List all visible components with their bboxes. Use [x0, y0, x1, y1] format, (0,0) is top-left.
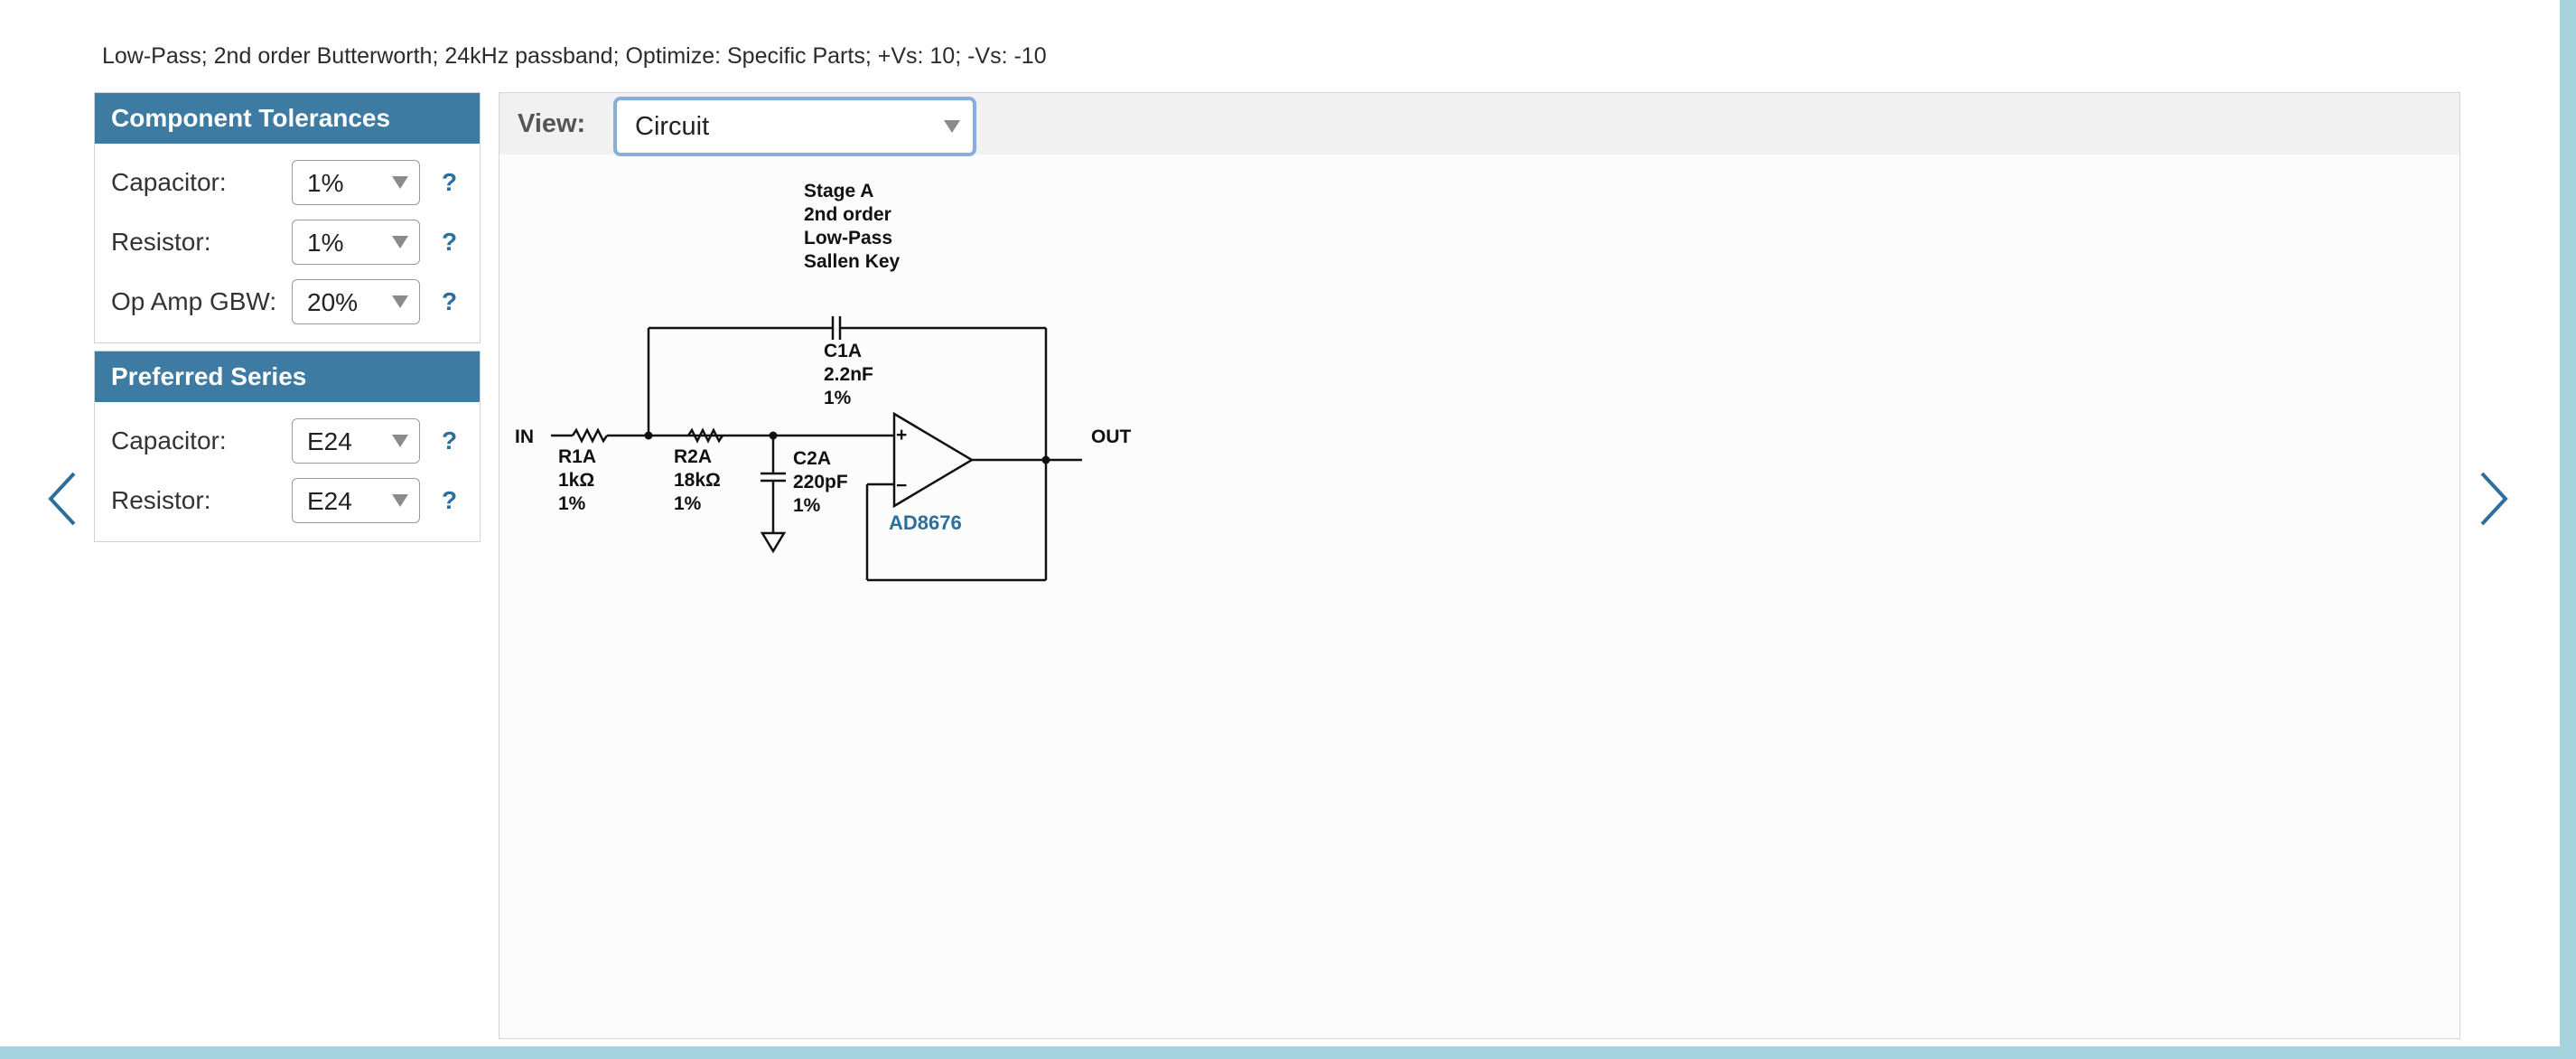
c1-value: 2.2nF	[824, 364, 873, 385]
resistor-tolerance-select[interactable]: 1%	[292, 220, 420, 265]
ground-icon	[760, 531, 787, 554]
junction-dot	[644, 431, 653, 440]
r1-label: R1A	[558, 446, 596, 467]
c1-tolerance: 1%	[824, 388, 852, 408]
stage-label-line: Low-Pass	[804, 228, 892, 248]
caret-down-icon	[392, 435, 408, 447]
view-panel: View: Circuit	[499, 92, 2460, 1039]
chevron-left-icon[interactable]	[45, 470, 81, 528]
resistor-tolerance-row: Resistor: 1% ?	[111, 212, 463, 272]
view-toolbar: View: Circuit	[499, 93, 2459, 156]
resistor-r2-symbol	[686, 427, 724, 444]
resistor-series-select[interactable]: E24	[292, 478, 420, 523]
circuit-schematic: Stage A 2nd order Low-Pass Sallen Key IN…	[515, 181, 1132, 582]
view-select[interactable]: Circuit	[613, 97, 976, 156]
r2-label: R2A	[674, 446, 712, 467]
caret-down-icon	[392, 236, 408, 248]
capacitor-tolerance-row: Capacitor: 1% ?	[111, 153, 463, 212]
r2-tolerance: 1%	[674, 493, 702, 514]
r1-tolerance: 1%	[558, 493, 586, 514]
stage-label-line: Stage A	[804, 181, 873, 201]
help-link[interactable]: ?	[442, 228, 458, 256]
select-value: E24	[307, 427, 352, 455]
opamp-gbw-tolerance-row: Op Amp GBW: 20% ?	[111, 272, 463, 332]
opamp-part-link[interactable]: AD8676	[889, 511, 962, 534]
view-label: View:	[518, 109, 586, 138]
opamp-symbol	[892, 411, 975, 509]
resistor-series-row: Resistor: E24 ?	[111, 471, 463, 530]
select-value: 20%	[307, 288, 359, 316]
bottom-accent-strip	[0, 1046, 2576, 1059]
caret-down-icon	[392, 295, 408, 308]
settings-panel: Component Tolerances Capacitor: 1% ? Res…	[94, 92, 481, 549]
field-label: Resistor:	[111, 228, 211, 256]
select-value: 1%	[307, 169, 344, 197]
resistor-r1-symbol	[571, 427, 609, 444]
component-tolerances-header: Component Tolerances	[95, 93, 480, 144]
preferred-series-header: Preferred Series	[95, 351, 480, 402]
caret-down-icon	[392, 176, 408, 189]
stage-label-line: Sallen Key	[804, 251, 901, 272]
c2-value: 220pF	[793, 472, 848, 492]
help-link[interactable]: ?	[442, 287, 458, 315]
r2-value: 18kΩ	[674, 470, 721, 491]
c2-tolerance: 1%	[793, 495, 821, 516]
c1-label: C1A	[824, 341, 862, 361]
c2-label: C2A	[793, 448, 831, 469]
capacitor-series-row: Capacitor: E24 ?	[111, 411, 463, 471]
junction-dot	[769, 431, 778, 440]
opamp-plus-label: +	[896, 425, 907, 445]
capacitor-tolerance-select[interactable]: 1%	[292, 160, 420, 205]
field-label: Capacitor:	[111, 168, 227, 196]
field-label: Op Amp GBW:	[111, 287, 277, 315]
stage-label-line: 2nd order	[804, 204, 891, 225]
capacitor-series-select[interactable]: E24	[292, 418, 420, 464]
right-accent-strip	[2560, 0, 2576, 1059]
caret-down-icon	[944, 120, 960, 133]
opamp-minus-label: −	[896, 475, 907, 496]
caret-down-icon	[392, 494, 408, 507]
select-value: E24	[307, 487, 352, 515]
chevron-right-icon[interactable]	[2475, 470, 2511, 528]
design-summary: Low-Pass; 2nd order Butterworth; 24kHz p…	[102, 43, 1047, 69]
input-label: IN	[515, 426, 534, 447]
select-value: 1%	[307, 229, 344, 257]
output-label: OUT	[1091, 426, 1132, 447]
help-link[interactable]: ?	[442, 426, 458, 455]
junction-dot	[1041, 455, 1050, 464]
r1-value: 1kΩ	[558, 470, 594, 491]
select-value: Circuit	[635, 112, 710, 141]
component-tolerances-box: Component Tolerances Capacitor: 1% ? Res…	[94, 92, 481, 343]
field-label: Capacitor:	[111, 426, 227, 455]
opamp-gbw-tolerance-select[interactable]: 20%	[292, 279, 420, 324]
help-link[interactable]: ?	[442, 486, 458, 514]
field-label: Resistor:	[111, 486, 211, 514]
preferred-series-box: Preferred Series Capacitor: E24 ? Resist…	[94, 351, 481, 542]
help-link[interactable]: ?	[442, 168, 458, 196]
